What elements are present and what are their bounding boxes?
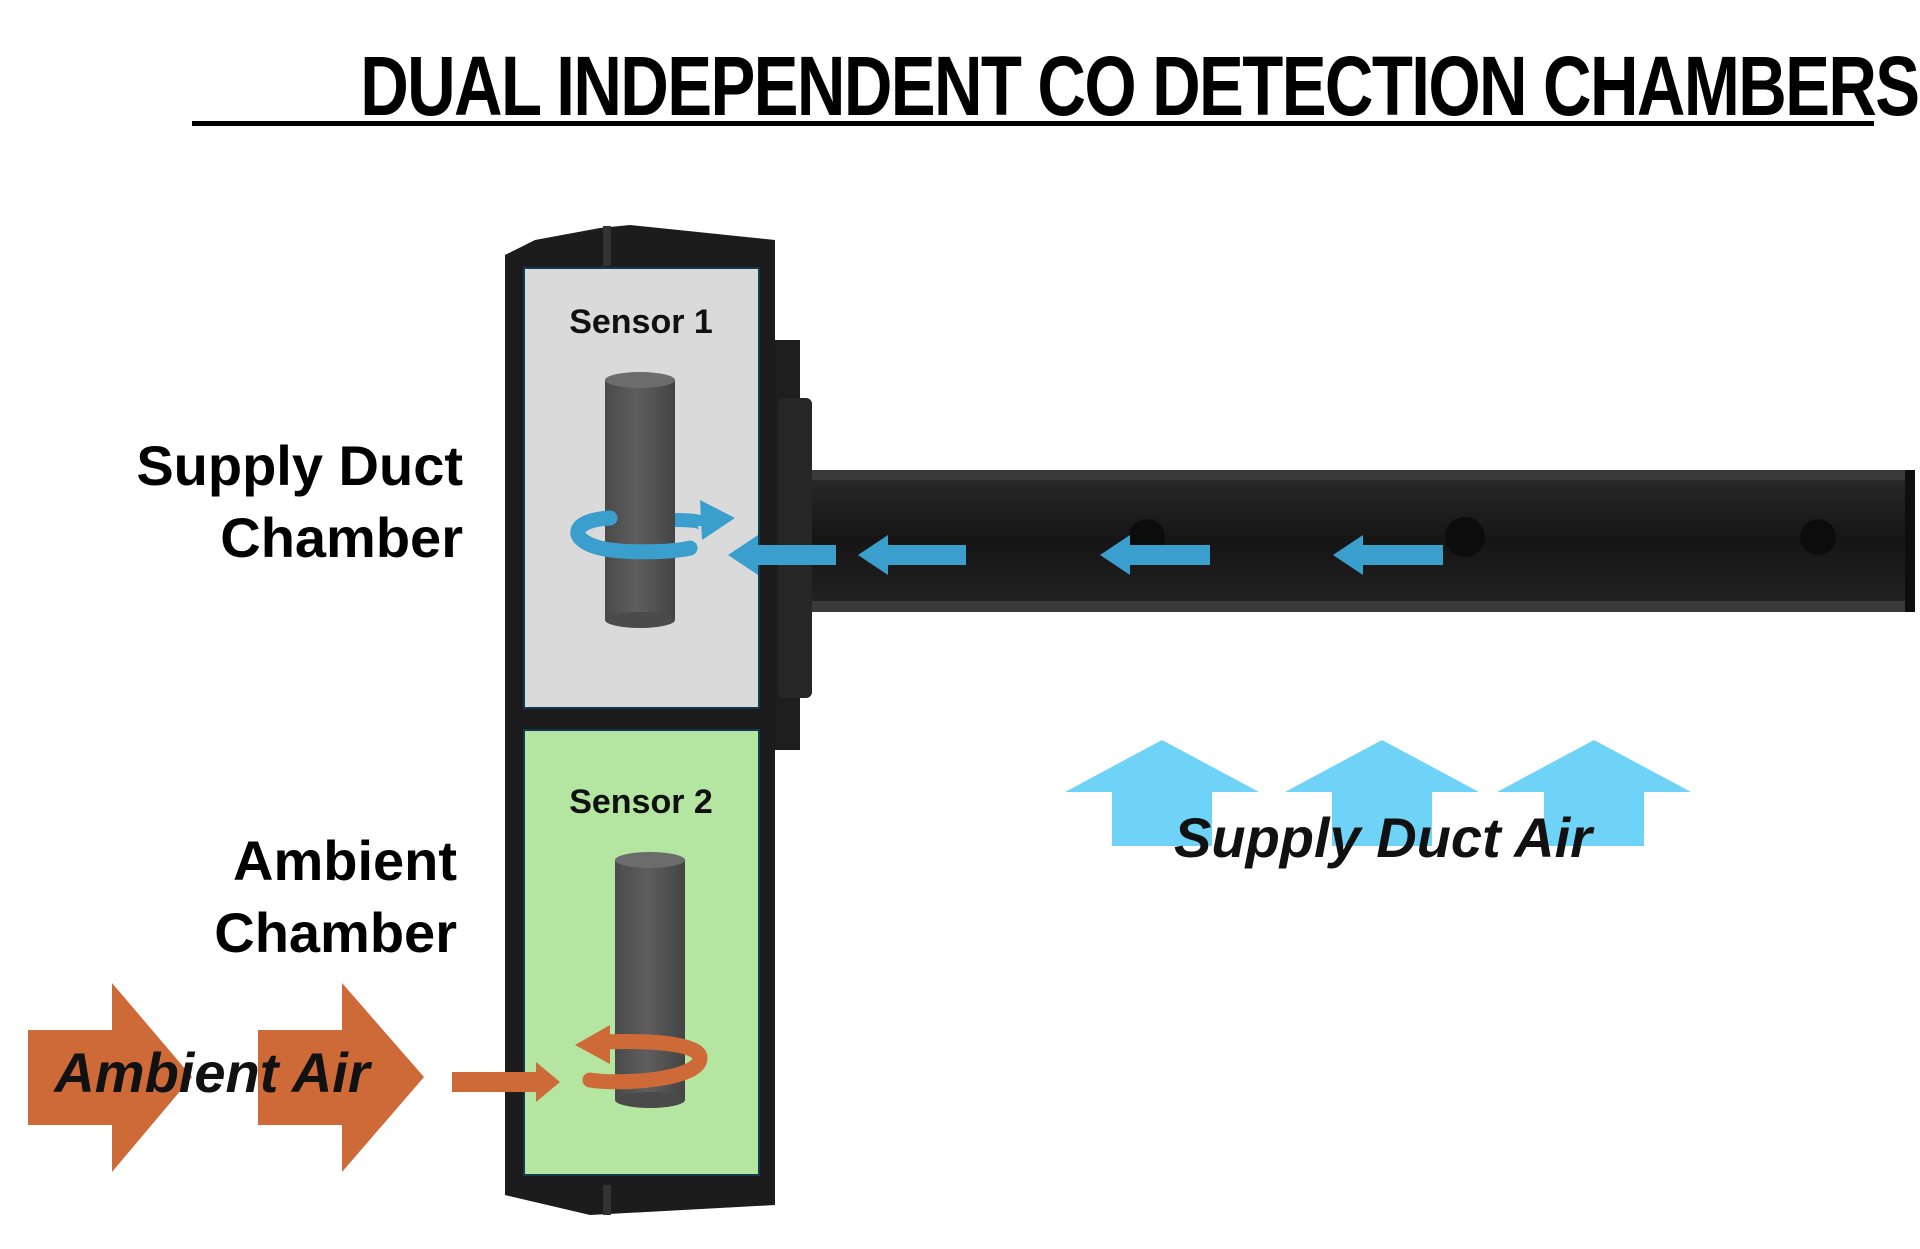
page-title: DUAL INDEPENDENT CO DETECTION CHAMBERS <box>360 39 1920 133</box>
arrow-up-icon <box>1065 740 1259 846</box>
ambient-air-label: Ambient Air <box>52 1041 372 1104</box>
arrow-right-icon <box>452 1062 560 1102</box>
supply-duct-air-arrows <box>1065 740 1691 846</box>
arrow-right-icon <box>258 983 424 1172</box>
supply-chamber-name-line1: Supply Duct <box>136 434 463 497</box>
arrow-left-icon <box>858 535 966 575</box>
arrow-up-icon <box>1285 740 1479 846</box>
sensor-1-label: Sensor 1 <box>569 303 713 341</box>
sensor-1 <box>605 372 675 628</box>
ambient-chamber-name-line2: Chamber <box>214 901 457 964</box>
circular-arrow-icon <box>575 1025 708 1090</box>
arrow-left-icon <box>1100 535 1210 575</box>
supply-flow-arrows <box>728 535 1443 575</box>
supply-duct-air-label: Supply Duct Air <box>1174 806 1595 869</box>
ambient-air-arrows <box>28 983 424 1172</box>
tube-port <box>1800 519 1836 555</box>
tube-port <box>1445 517 1485 557</box>
circular-arrow-icon <box>570 500 735 560</box>
supply-chamber-name-line2: Chamber <box>220 506 463 569</box>
arrow-up-icon <box>1497 740 1691 846</box>
ambient-chamber-name-line1: Ambient <box>233 829 457 892</box>
sensor-2 <box>615 852 685 1108</box>
sensor-2-label: Sensor 2 <box>569 783 713 821</box>
sampling-tube <box>790 470 1915 612</box>
arrow-left-icon <box>1333 535 1443 575</box>
arrow-left-icon <box>728 535 836 575</box>
arrow-right-icon <box>28 983 192 1172</box>
title-underline <box>192 121 1874 126</box>
